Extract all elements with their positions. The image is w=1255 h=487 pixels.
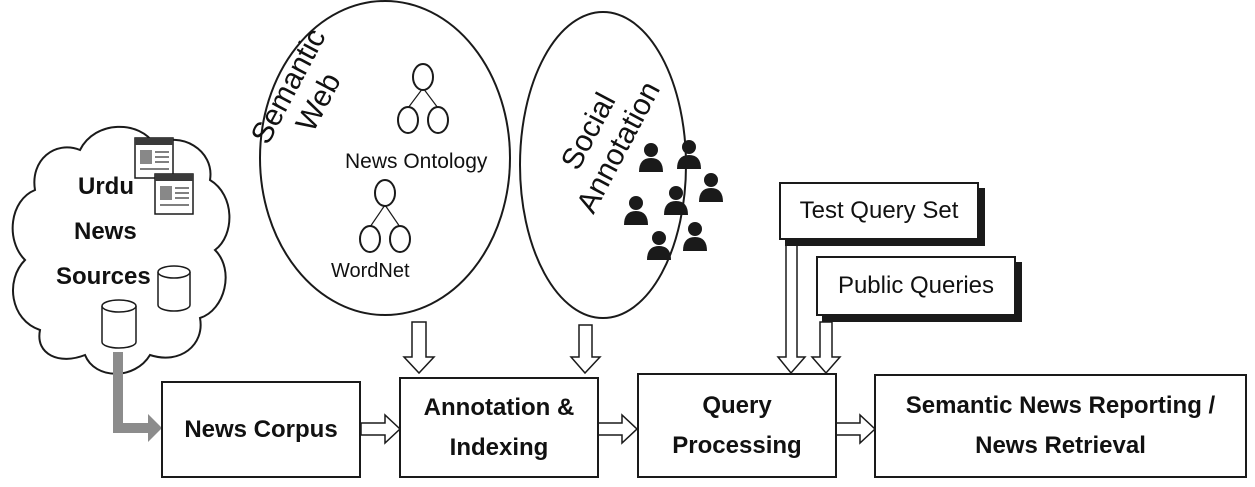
webpage-icon — [134, 137, 174, 179]
feed-arrow — [113, 352, 162, 442]
query-processing-label-line1: Query — [702, 391, 772, 419]
right-arrow — [597, 413, 639, 445]
webpage-icon — [154, 173, 194, 215]
down-arrow — [569, 324, 602, 375]
database-icon — [157, 265, 191, 312]
sources-label-line1: Urdu — [78, 173, 134, 200]
news-corpus-box: News Corpus — [161, 381, 361, 478]
test-query-set-label: Test Query Set — [799, 197, 959, 224]
database-icon — [101, 299, 137, 349]
news-ontology-label: News Ontology — [345, 150, 488, 173]
right-arrow — [360, 413, 402, 445]
down-arrow — [402, 321, 436, 375]
right-arrow — [835, 413, 877, 445]
public-queries-label: Public Queries — [837, 272, 995, 299]
down-arrow — [776, 244, 807, 375]
query-processing-label-line2: Processing — [672, 431, 802, 459]
semantic-web-circle — [259, 0, 511, 316]
ontology-tree-icon — [397, 63, 449, 134]
annotation-indexing-box: Annotation & Indexing — [399, 377, 599, 478]
reporting-label-line2: News Retrieval — [975, 432, 1146, 459]
sources-label-line3: Sources — [56, 263, 151, 290]
reporting-label-line1: Semantic News Reporting / — [905, 392, 1216, 419]
news-corpus-label: News Corpus — [184, 415, 338, 443]
annotation-indexing-label-line1: Annotation & — [423, 393, 575, 421]
people-group-icon — [624, 140, 723, 260]
public-queries-box: Public Queries — [816, 256, 1016, 316]
annotation-indexing-label-line2: Indexing — [449, 433, 549, 461]
wordnet-label: WordNet — [331, 260, 410, 282]
query-processing-box: Query Processing — [637, 373, 837, 478]
wordnet-tree-icon — [359, 179, 411, 253]
test-query-set-box: Test Query Set — [779, 182, 979, 240]
sources-label-line2: News — [74, 218, 137, 245]
semantic-news-reporting-box: Semantic News Reporting / News Retrieval — [874, 374, 1247, 478]
down-arrow — [810, 321, 842, 375]
